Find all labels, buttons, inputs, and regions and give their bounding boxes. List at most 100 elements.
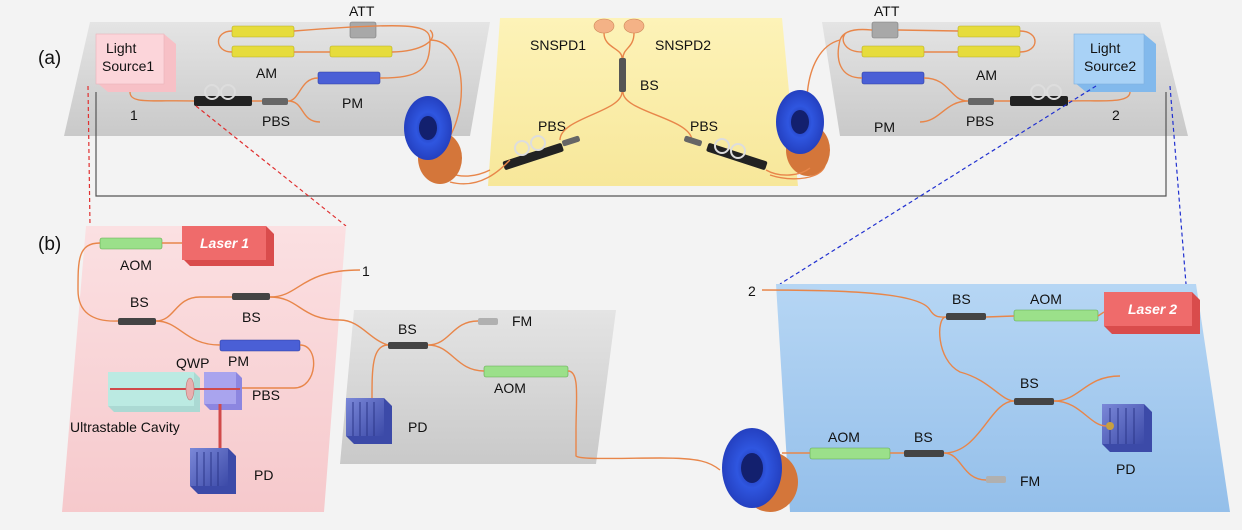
aom-right-2-device <box>809 447 891 460</box>
bs-left-2-label: BS <box>242 309 261 325</box>
fiber-spool-top-left <box>404 96 462 184</box>
pd-mid-label: PD <box>408 419 427 435</box>
in2-label: 2 <box>748 283 756 299</box>
pbs-right-device <box>968 98 994 105</box>
light-source2-line1: Light <box>1090 40 1120 56</box>
light-source1-line1: Light <box>106 40 136 56</box>
pd-left <box>190 448 236 494</box>
pm-right <box>861 71 925 85</box>
polarization-controller-left <box>194 84 252 106</box>
pbs-left-device <box>262 98 288 105</box>
bs-right-2-device <box>1014 398 1054 405</box>
bs-right-1-device <box>946 313 986 320</box>
fiber-bl-4 <box>269 296 389 346</box>
fm-right-device <box>986 476 1006 483</box>
pd-left-label: PD <box>254 467 273 483</box>
fiber-top-left-3 <box>217 24 434 79</box>
link-blue-left <box>779 85 1097 285</box>
am-left-label: AM <box>256 65 277 81</box>
pbs-center-right-label: PBS <box>690 118 718 134</box>
fm-mid-label: FM <box>512 313 532 329</box>
am-left-lower <box>231 45 295 58</box>
fm-right-label: FM <box>1020 473 1040 489</box>
cavity-label: Ultrastable Cavity <box>70 419 180 435</box>
pbs-center-right-device <box>684 135 768 170</box>
snspd1-detector <box>593 18 615 34</box>
fiber-bm-2 <box>371 344 389 399</box>
light-source2-box: Light Source2 <box>1073 33 1156 92</box>
bs-right-3-label: BS <box>914 429 933 445</box>
am-right-label: AM <box>976 67 997 83</box>
laser2-label: Laser 2 <box>1128 301 1177 317</box>
laser1-box: Laser 1 <box>182 226 274 266</box>
fiber-br-4 <box>782 400 1015 454</box>
fiber-top-right-1 <box>1067 91 1131 102</box>
att-right-label: ATT <box>874 3 900 19</box>
fm-mid-device <box>478 318 498 325</box>
pbs-right-label: PBS <box>966 113 994 129</box>
bs-left-1-device <box>118 318 156 325</box>
am-left-right <box>329 45 393 58</box>
pbs-cube-left <box>200 372 242 450</box>
pbs-center-left-device <box>502 135 580 170</box>
am-right-lower <box>957 45 1021 58</box>
port1-label: 1 <box>130 107 138 123</box>
bs-mid-label: BS <box>398 321 417 337</box>
ultrastable-cavity <box>108 372 200 412</box>
pd-right <box>1102 404 1152 452</box>
pm-right-label: PM <box>874 119 895 135</box>
pm-left-label: PM <box>342 95 363 111</box>
pm-left-bottom-label: PM <box>228 353 249 369</box>
bs-right-2-label: BS <box>1020 375 1039 391</box>
qwp-element <box>185 377 195 401</box>
am-left-upper <box>231 25 295 38</box>
fiber-spool-top-right <box>776 90 830 176</box>
fiber-br-1 <box>761 289 1105 318</box>
fiber-center-2 <box>559 91 693 141</box>
snspd2-detector <box>623 18 645 34</box>
link-blue-right <box>1169 85 1187 285</box>
bs-right-3-device <box>904 450 944 457</box>
bs-right-1-label: BS <box>952 291 971 307</box>
aom-mid-device <box>483 365 569 378</box>
laser2-box: Laser 2 <box>1104 292 1200 334</box>
pbs-left-label: PBS <box>262 113 290 129</box>
am-right-left <box>861 45 925 58</box>
fiber-bm-1 <box>427 320 721 471</box>
pbs-center-left-label: PBS <box>538 118 566 134</box>
aom-right-1-device <box>1013 309 1099 322</box>
snspd1-label: SNSPD1 <box>530 37 586 53</box>
bs-center-label: BS <box>640 77 659 93</box>
aom-mid-label: AOM <box>494 380 526 396</box>
panel-label-a: (a) <box>38 48 61 69</box>
pd-mid <box>346 398 392 444</box>
laser1-label: Laser 1 <box>200 235 249 251</box>
att-left-label: ATT <box>349 3 375 19</box>
fiber-bl-2 <box>155 269 361 322</box>
link-red-left <box>87 85 91 227</box>
polarization-controller-right <box>1010 84 1068 106</box>
light-source1-box: Light Source1 <box>95 33 176 92</box>
light-source2-line2: Source2 <box>1084 58 1136 74</box>
sync-cable <box>95 92 1167 197</box>
bs-left-1-label: BS <box>130 294 149 310</box>
aom-left-label: AOM <box>120 257 152 273</box>
am-right-upper <box>957 25 1021 38</box>
fiber-spool-bottom <box>722 428 798 512</box>
aom-left-device <box>99 237 163 250</box>
fiber-top-left-1 <box>129 91 195 102</box>
fiber-bl-1 <box>77 242 182 322</box>
fiber-br-5 <box>943 452 987 481</box>
panel-label-b: (b) <box>38 234 61 255</box>
out1-label: 1 <box>362 263 370 279</box>
pm-left-bottom-device <box>219 339 301 352</box>
light-source1-line2: Source1 <box>102 58 154 74</box>
qwp-label: QWP <box>176 355 209 371</box>
port2-label: 2 <box>1112 107 1120 123</box>
fiber-br-3 <box>1053 400 1107 427</box>
aom-right-2-label: AOM <box>828 429 860 445</box>
fiber-top-left-2 <box>252 77 321 123</box>
bs-mid-device <box>388 342 428 349</box>
pd-right-label: PD <box>1116 461 1135 477</box>
